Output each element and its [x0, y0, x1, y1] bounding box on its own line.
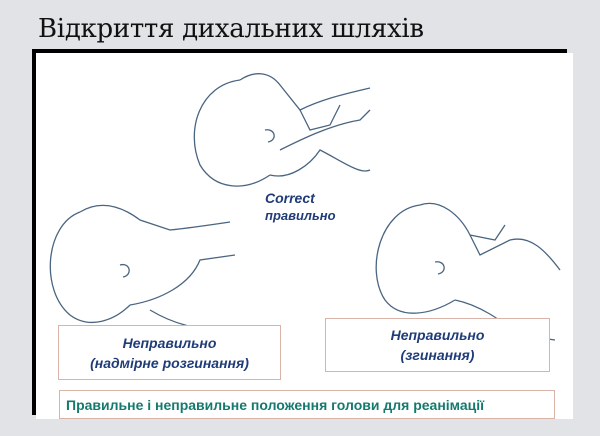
slide-title: Відкриття дихальних шляхів [38, 14, 424, 44]
hyperextension-label-box: Неправильно (надмірне розгинання) [58, 325, 281, 380]
flexion-label-box: Неправильно (згинання) [325, 318, 550, 372]
title-rule [32, 49, 567, 53]
correct-label-en: Correct [265, 190, 315, 206]
hyperextension-label-line1: Неправильно [122, 334, 217, 351]
flexion-label-line1: Неправильно [390, 327, 485, 343]
figure-caption: Правильне і неправильне положення голови… [59, 390, 555, 419]
hyperextension-label-line2: (надмірне розгинання) [90, 354, 249, 371]
flexion-label-line2: (згинання) [400, 347, 475, 363]
infant-correct-position [193, 73, 371, 187]
left-rule [32, 49, 36, 415]
infant-hyperextension-position [49, 204, 236, 330]
correct-label-uk: правильно [265, 208, 336, 223]
